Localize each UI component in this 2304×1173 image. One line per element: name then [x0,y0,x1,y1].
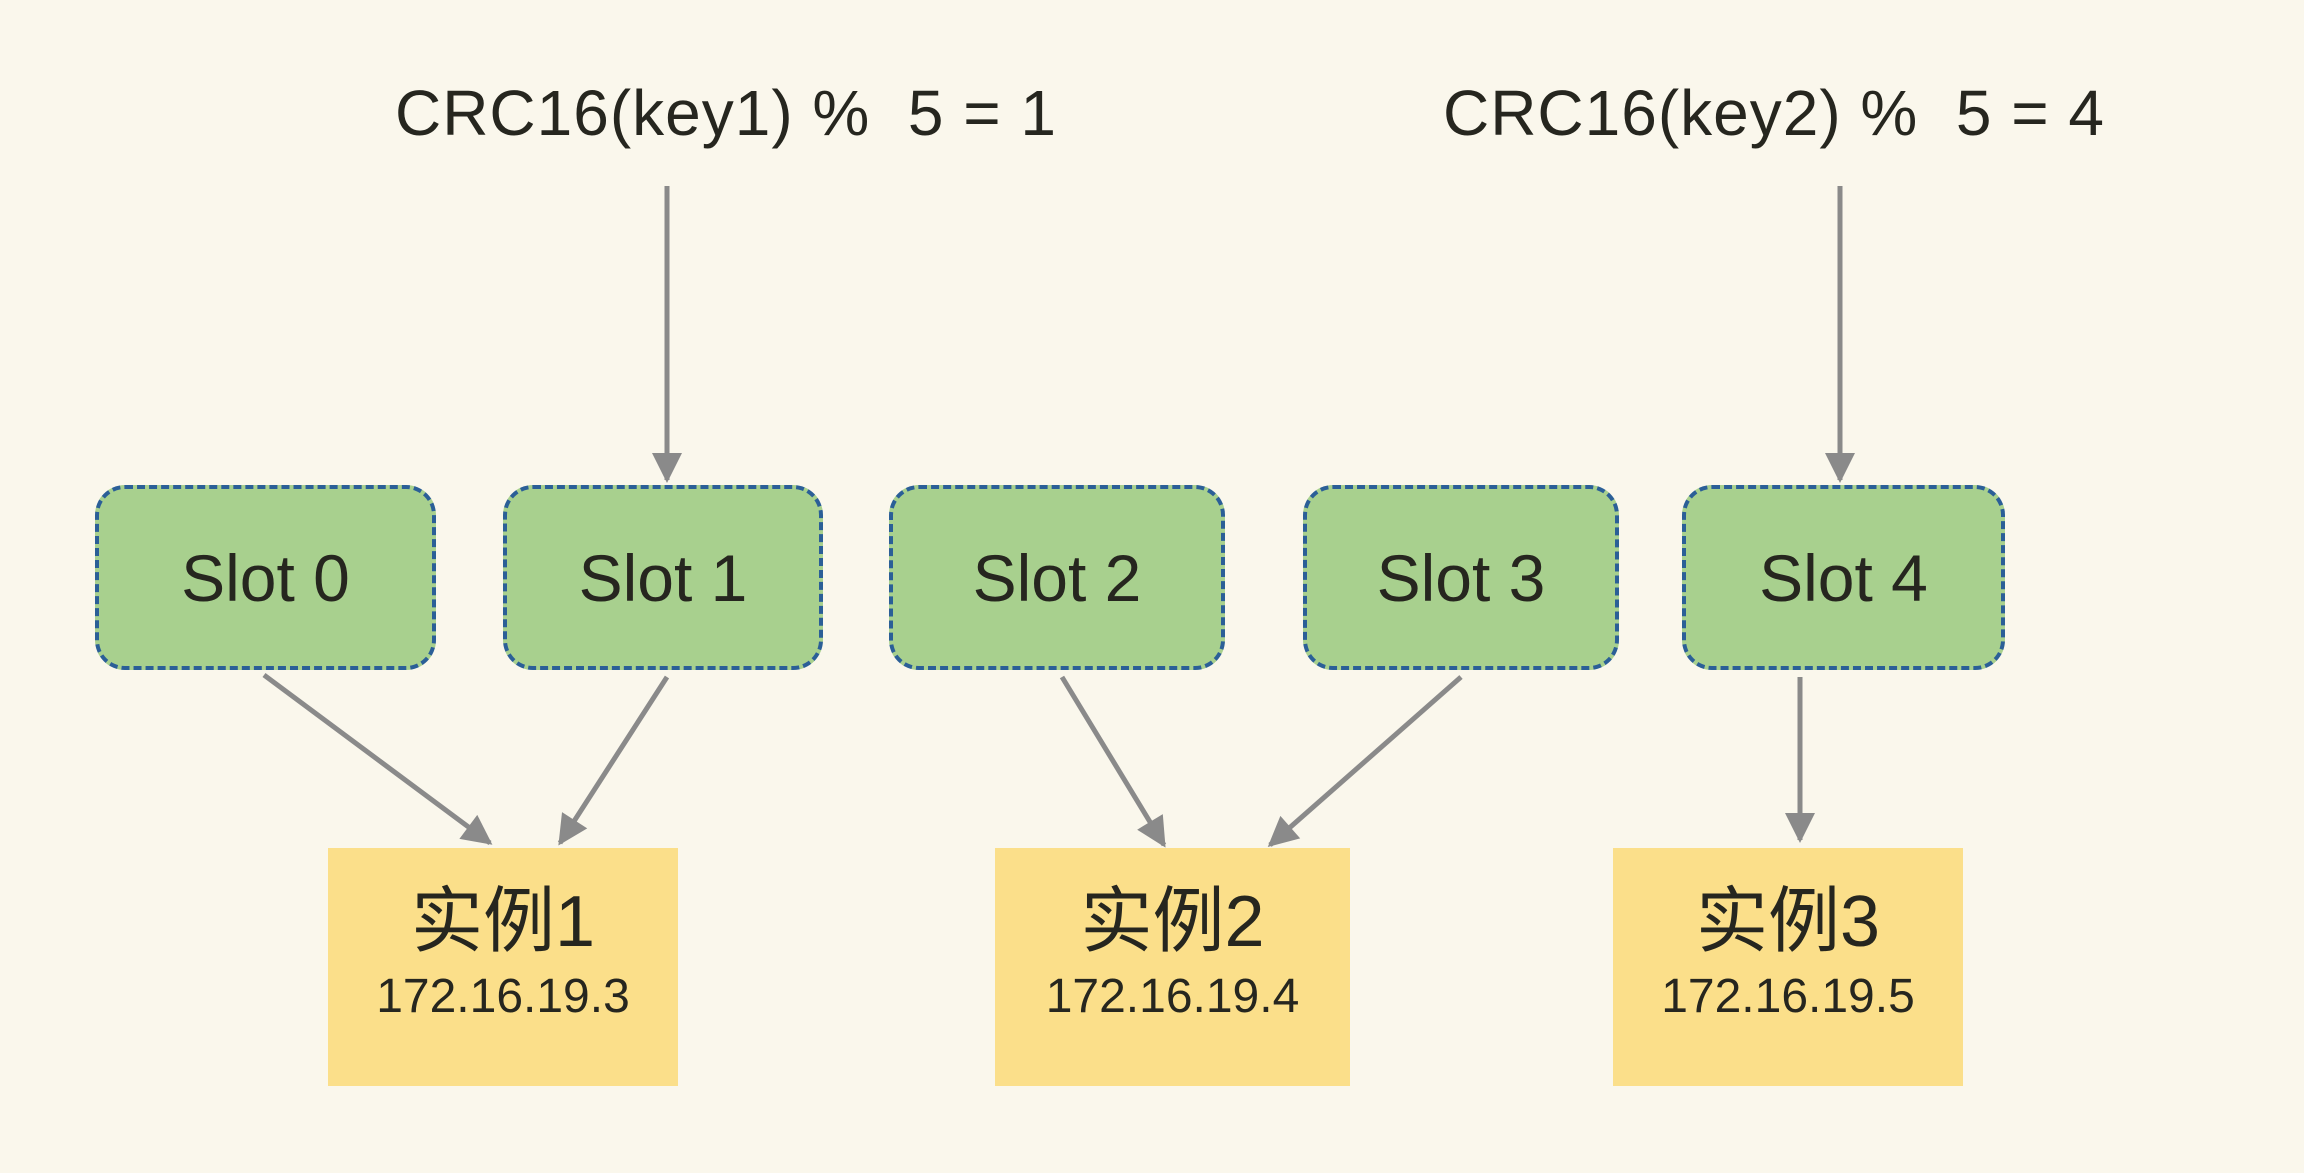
slot-4-box: Slot 4 [1682,485,2005,670]
instance-3-box: 实例3 172.16.19.5 [1613,848,1963,1086]
arrow-slot-1-to-instance-1 [557,675,670,846]
hash-formula-key2: CRC16(key2) % 5 = 4 [1442,77,2106,149]
slot-0-label: Slot 0 [181,540,350,615]
instance-3-ip: 172.16.19.5 [1661,969,1915,1023]
slot-3-box: Slot 3 [1303,485,1619,670]
slot-2-box: Slot 2 [889,485,1225,670]
arrow-slot-3-to-instance-2 [1267,675,1463,847]
instance-1-ip: 172.16.19.3 [376,969,630,1023]
instance-1-name: 实例1 [410,881,596,962]
instance-1-box: 实例1 172.16.19.3 [328,848,678,1086]
slot-4-label: Slot 4 [1759,540,1928,615]
instance-3-name: 实例3 [1695,881,1881,962]
instance-2-box: 实例2 172.16.19.4 [995,848,1350,1086]
arrow-slot-0-to-instance-1 [262,672,493,846]
instance-2-ip: 172.16.19.4 [1045,969,1300,1023]
slot-1-box: Slot 1 [503,485,823,670]
slot-0-box: Slot 0 [95,485,436,670]
slot-2-label: Slot 2 [972,540,1142,615]
arrow-slot-2-to-instance-2 [1059,675,1167,848]
slot-3-label: Slot 3 [1376,540,1546,615]
instance-2-name: 实例2 [1080,881,1265,962]
slot-1-label: Slot 1 [578,540,748,615]
hash-formula-key1: CRC16(key1) % 5 = 1 [394,77,1058,149]
